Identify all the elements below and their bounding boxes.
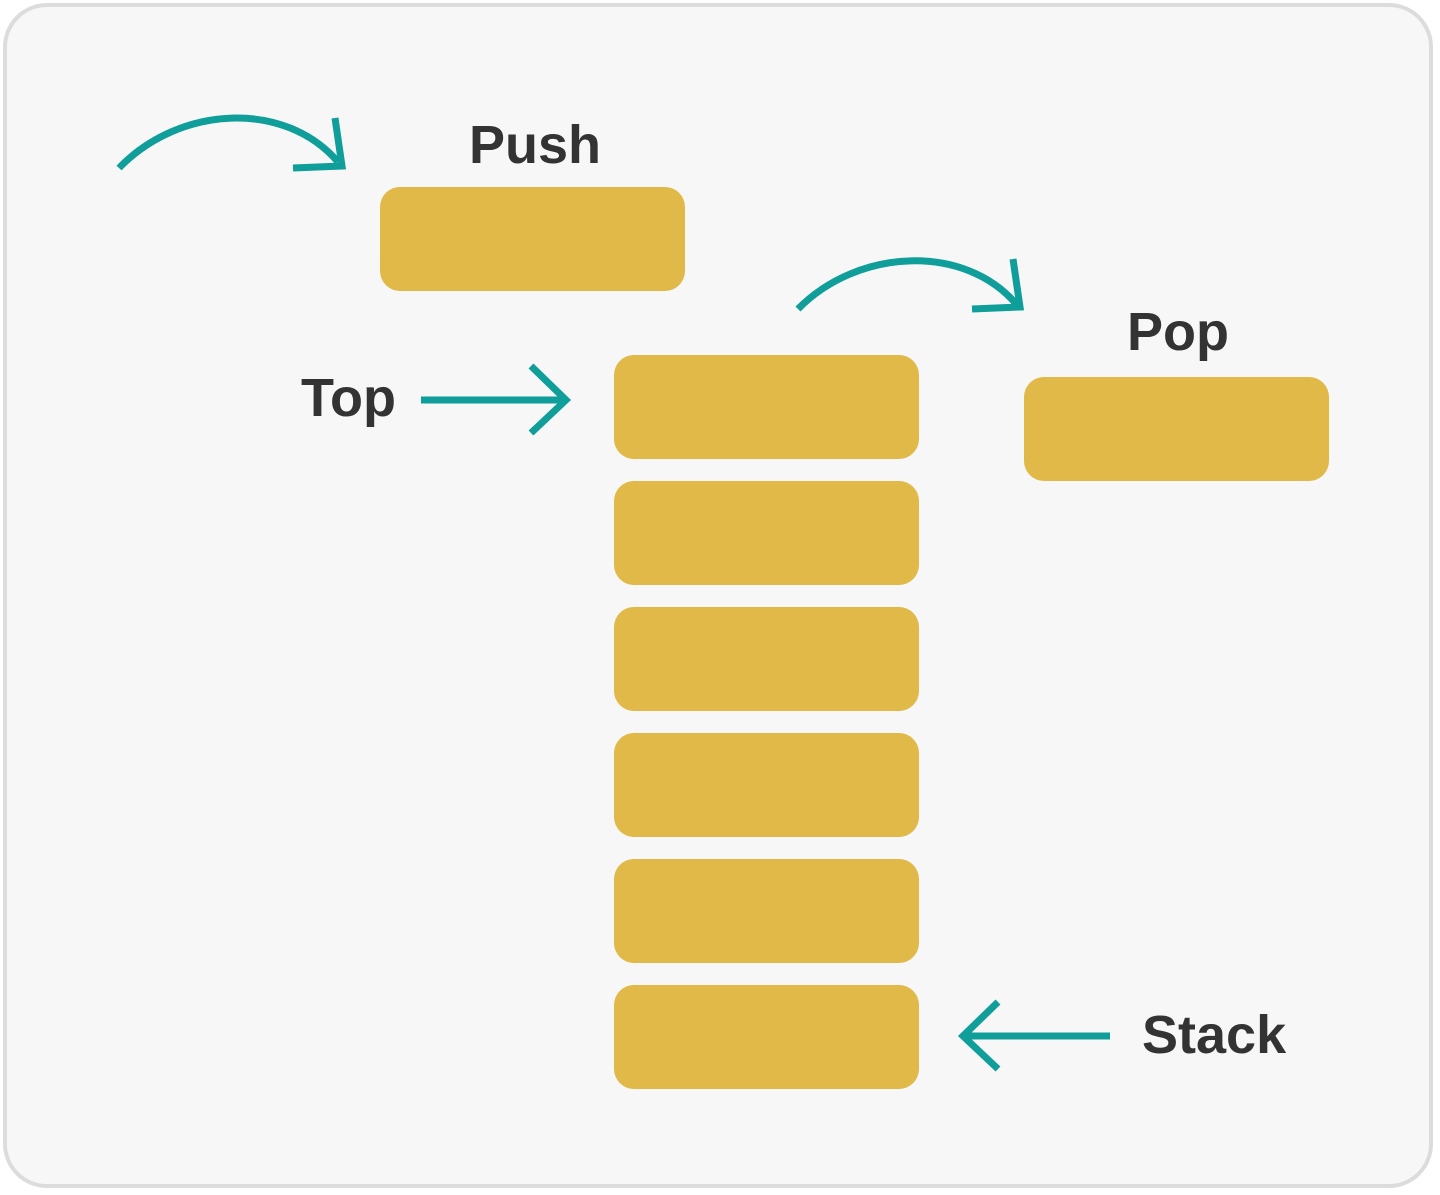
stack-item	[614, 733, 919, 837]
pop-label: Pop	[1127, 302, 1229, 362]
stack-item	[614, 607, 919, 711]
stack-label: Stack	[1142, 1005, 1287, 1065]
stack-item	[614, 355, 919, 459]
stack-item	[614, 481, 919, 585]
push-block	[380, 187, 685, 291]
stack-item	[614, 985, 919, 1089]
pop-block	[1024, 377, 1329, 481]
stack-item	[614, 859, 919, 963]
top-label: Top	[301, 368, 396, 428]
push-label: Push	[469, 115, 602, 175]
